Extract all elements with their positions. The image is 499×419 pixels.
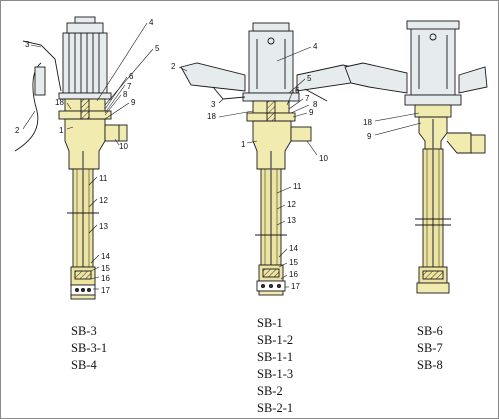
pump-body-middle [252, 120, 312, 170]
callout-label: 11 [293, 182, 302, 191]
callout-label: 11 [99, 174, 108, 183]
handles-middle [180, 62, 362, 102]
model-label: SB-2-1 [257, 401, 294, 415]
model-label: SB-2 [257, 384, 283, 398]
model-label: SB-1 [257, 316, 283, 330]
callouts-right: 18 9 [363, 118, 372, 141]
callout-label: 12 [99, 196, 108, 205]
callout-label: 14 [289, 244, 298, 253]
pump-body-right [414, 104, 486, 154]
model-label: SB-3 [71, 324, 97, 338]
callout-label: 13 [99, 222, 108, 231]
model-list-middle: SB-1 SB-1-2 SB-1-1 SB-1-3 SB-2 SB-2-1 [257, 315, 293, 417]
callout-label: 13 [287, 216, 296, 225]
callout-label: 10 [119, 142, 128, 151]
callout-label: 15 [289, 258, 298, 267]
callout-label: 12 [287, 200, 296, 209]
motor-right [404, 20, 462, 106]
leaders-left [22, 22, 154, 290]
pump-right [344, 20, 488, 294]
callout-label: 8 [313, 100, 318, 109]
model-label: SB-4 [71, 358, 97, 372]
callouts-middle: 2 3 4 5 6 7 8 9 18 1 10 11 12 13 14 15 1… [171, 42, 328, 291]
callout-label: 9 [309, 108, 314, 117]
model-label: SB-1-2 [257, 333, 294, 347]
callout-label: 15 [101, 264, 110, 273]
callout-label: 16 [101, 274, 110, 283]
handles-right [344, 62, 488, 94]
coupling-middle [246, 100, 296, 122]
motor-middle [242, 22, 300, 102]
foot-middle [256, 264, 286, 296]
callout-label: 7 [305, 94, 310, 103]
model-list-right: SB-6 SB-7 SB-8 [417, 323, 443, 374]
model-label: SB-6 [417, 324, 443, 338]
foot-left [70, 266, 96, 300]
callout-label: 1 [241, 140, 246, 149]
callout-label: 17 [291, 282, 300, 291]
callout-label: 14 [101, 252, 110, 261]
model-label: SB-7 [417, 341, 443, 355]
model-label: SB-8 [417, 358, 443, 372]
motor-left [58, 16, 112, 100]
model-list-left: SB-3 SB-3-1 SB-4 [71, 323, 107, 374]
callout-label: 9 [131, 98, 136, 107]
pump-middle [178, 22, 362, 296]
pump-left [14, 16, 154, 300]
callout-label: 2 [15, 126, 20, 135]
pump-body-left [64, 118, 128, 170]
callout-label: 4 [313, 42, 318, 51]
callout-label: 10 [319, 154, 328, 163]
leaders-middle [178, 46, 318, 288]
callout-label: 9 [367, 132, 372, 141]
model-label: SB-1-3 [257, 367, 294, 381]
coupling-left [58, 98, 112, 120]
callout-label: 1 [59, 126, 64, 135]
callout-label: 18 [55, 98, 64, 107]
callout-label: 4 [149, 18, 154, 27]
callout-label: 8 [123, 90, 128, 99]
callout-label: 6 [129, 72, 134, 81]
callout-label: 2 [171, 62, 176, 71]
callout-label: 7 [127, 82, 132, 91]
callout-label: 16 [289, 270, 298, 279]
handle-cable-left [14, 40, 62, 152]
callout-label: 3 [25, 40, 30, 49]
callout-label: 18 [207, 112, 216, 121]
callout-label: 18 [363, 118, 372, 127]
callouts-left: 3 2 4 5 6 7 8 9 18 1 10 11 12 13 14 15 1… [15, 18, 160, 295]
callout-label: 17 [101, 286, 110, 295]
model-label: SB-1-1 [257, 350, 294, 364]
foot-right [416, 266, 450, 294]
callout-label: 6 [295, 86, 300, 95]
callout-label: 5 [307, 74, 312, 83]
callout-label: 3 [211, 100, 216, 109]
callout-label: 5 [155, 44, 160, 53]
tube-right [415, 119, 451, 273]
model-label: SB-3-1 [71, 341, 108, 355]
leaders-right [374, 112, 422, 136]
